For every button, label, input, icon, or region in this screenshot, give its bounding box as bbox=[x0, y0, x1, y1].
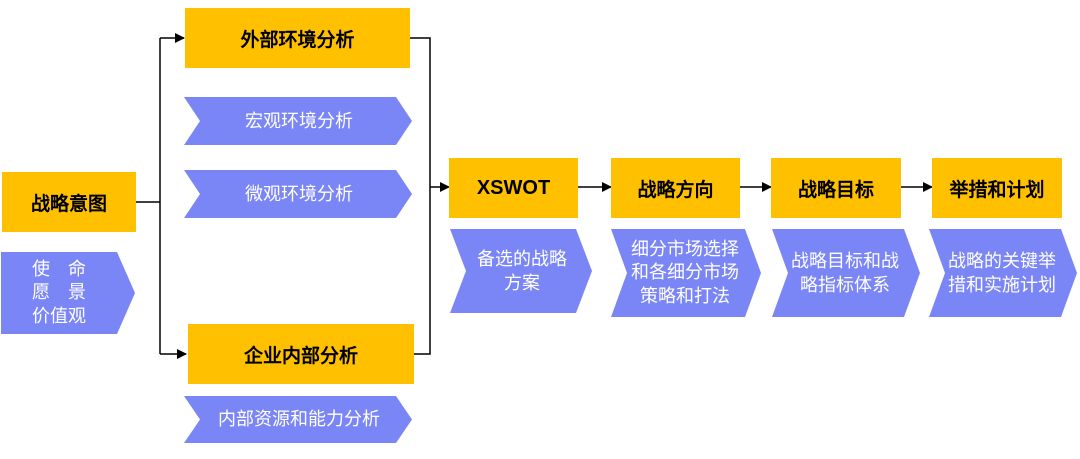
resources-analysis-chevron: 内部资源和能力分析 bbox=[184, 396, 412, 443]
mission-vision-values-chevron: 使 命 愿 景 价值观 bbox=[1, 252, 135, 334]
internal-analysis-box: 企业内部分析 bbox=[188, 324, 414, 384]
micro-analysis-text: 微观环境分析 bbox=[245, 183, 353, 204]
swot-options-text: 备选的战略 方案 bbox=[477, 248, 567, 293]
direction-detail-chevron: 细分市场选择 和各细分市场 策略和打法 bbox=[611, 229, 761, 317]
micro-analysis-chevron: 微观环境分析 bbox=[184, 170, 412, 218]
connector-external-merge bbox=[410, 37, 431, 355]
goals-detail-text: 战略目标和战 略指标体系 bbox=[791, 250, 899, 295]
resources-analysis-text: 内部资源和能力分析 bbox=[218, 409, 380, 430]
macro-analysis-text: 宏观环境分析 bbox=[245, 110, 353, 131]
swot-box: XSWOT bbox=[449, 158, 578, 218]
mission-vision-values-text: 使 命 愿 景 价值观 bbox=[32, 258, 86, 326]
goals-detail-chevron: 战略目标和战 略指标体系 bbox=[772, 229, 920, 317]
direction-detail-text: 细分市场选择 和各细分市场 策略和打法 bbox=[631, 238, 739, 306]
actions-detail-chevron: 战略的关键举 措和实施计划 bbox=[929, 229, 1077, 317]
connector-intent-branch bbox=[136, 38, 161, 354]
macro-analysis-chevron: 宏观环境分析 bbox=[184, 97, 412, 145]
actions-detail-text: 战略的关键举 措和实施计划 bbox=[948, 250, 1056, 295]
actions-plans-box: 举措和计划 bbox=[932, 158, 1062, 218]
strategic-direction-box: 战略方向 bbox=[611, 158, 740, 218]
strategic-goals-box: 战略目标 bbox=[771, 158, 901, 218]
external-analysis-box: 外部环境分析 bbox=[185, 8, 410, 68]
swot-options-chevron: 备选的战略 方案 bbox=[450, 229, 592, 313]
strategic-intent-box: 战略意图 bbox=[2, 172, 136, 232]
